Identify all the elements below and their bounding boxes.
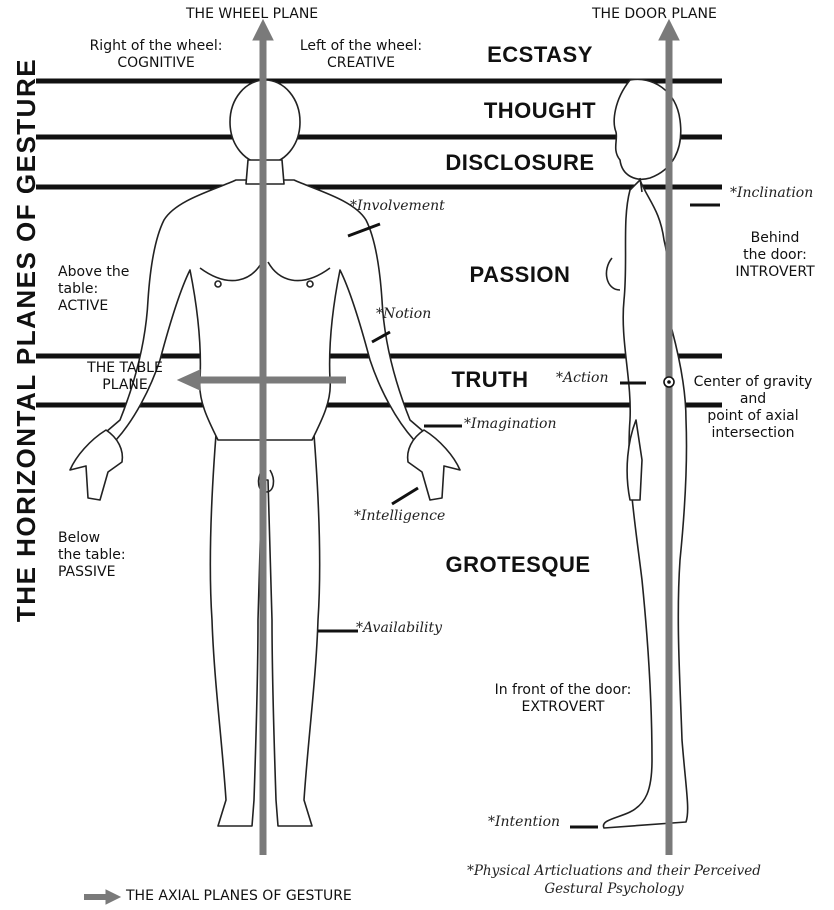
articulation-intention-text: Intention [495,814,560,830]
zone-grotesque: GROTESQUE [408,552,628,578]
asterisk: * [464,416,471,432]
asterisk: * [354,508,361,524]
articulation-action: *Action [556,370,609,386]
asterisk: * [730,185,737,201]
above-table-line2: table: [58,281,168,298]
articulation-notion: *Notion [376,306,431,322]
zone-passion: PASSION [410,262,630,288]
footnote-line2: Gestural Psychology [424,880,804,898]
above-table-line3: ACTIVE [58,298,168,315]
articulation-inclination-text: Inclination [737,185,813,201]
left-of-wheel-line1: Left of the wheel: [276,38,446,55]
articulation-imagination-text: Imagination [471,416,557,432]
articulation-notion-text: Notion [383,306,431,322]
door-plane-label: THE DOOR PLANE [592,6,762,23]
front-door-line2: EXTROVERT [470,699,656,716]
asterisk: * [488,814,495,830]
table-plane-label-line2: PLANE [70,377,180,394]
wheel-plane-label: THE WHEEL PLANE [186,6,356,23]
articulation-action-text: Action [563,370,609,386]
articulation-availability: *Availability [356,620,442,636]
asterisk: * [467,863,474,879]
behind-door-label: Behind the door: INTROVERT [720,230,830,281]
below-table-line1: Below [58,530,168,547]
center-line1: Center of gravity [678,374,828,391]
center-line2: and [678,391,828,408]
above-table-label: Above the table: ACTIVE [58,264,168,315]
right-of-wheel-label: Right of the wheel: COGNITIVE [66,38,246,72]
zone-thought: THOUGHT [430,98,650,124]
asterisk: * [556,370,563,386]
zone-disclosure: DISCLOSURE [410,150,630,176]
footnote-line1: *Physical Articluations and their Percei… [424,862,804,880]
below-table-label: Below the table: PASSIVE [58,530,168,581]
articulation-intelligence: *Intelligence [354,508,445,524]
right-of-wheel-line1: Right of the wheel: [66,38,246,55]
zone-ecstasy: ECSTASY [430,42,650,68]
center-line4: intersection [678,425,828,442]
below-table-line2: the table: [58,547,168,564]
left-of-wheel-line2: CREATIVE [276,55,446,72]
footnote-line1-text: Physical Articluations and their Perceiv… [474,863,761,879]
center-of-gravity-marker [664,377,674,387]
table-plane-label: THE TABLE PLANE [70,360,180,394]
articulation-intention: *Intention [488,814,560,830]
articulation-imagination: *Imagination [464,416,557,432]
articulation-intelligence-text: Intelligence [361,508,445,524]
behind-door-line2: the door: [720,247,830,264]
right-of-wheel-line2: COGNITIVE [66,55,246,72]
vertical-title: THE HORIZONTAL PLANES OF GESTURE [4,0,48,690]
legend-arrow [84,890,120,904]
center-of-gravity-label: Center of gravity and point of axial int… [678,374,828,442]
footnote: *Physical Articluations and their Percei… [424,862,804,898]
articulation-involvement-text: Involvement [357,198,445,214]
table-plane-label-line1: THE TABLE [70,360,180,377]
above-table-line1: Above the [58,264,168,281]
asterisk: * [350,198,357,214]
asterisk: * [376,306,383,322]
asterisk: * [356,620,363,636]
legend-label: THE AXIAL PLANES OF GESTURE [126,888,426,905]
front-door-label: In front of the door: EXTROVERT [470,682,656,716]
articulation-inclination: *Inclination [730,185,813,201]
behind-door-line1: Behind [720,230,830,247]
center-line3: point of axial [678,408,828,425]
below-table-line3: PASSIVE [58,564,168,581]
left-of-wheel-label: Left of the wheel: CREATIVE [276,38,446,72]
front-door-line1: In front of the door: [470,682,656,699]
articulation-availability-text: Availability [363,620,442,636]
articulation-involvement: *Involvement [350,198,445,214]
behind-door-line3: INTROVERT [720,264,830,281]
